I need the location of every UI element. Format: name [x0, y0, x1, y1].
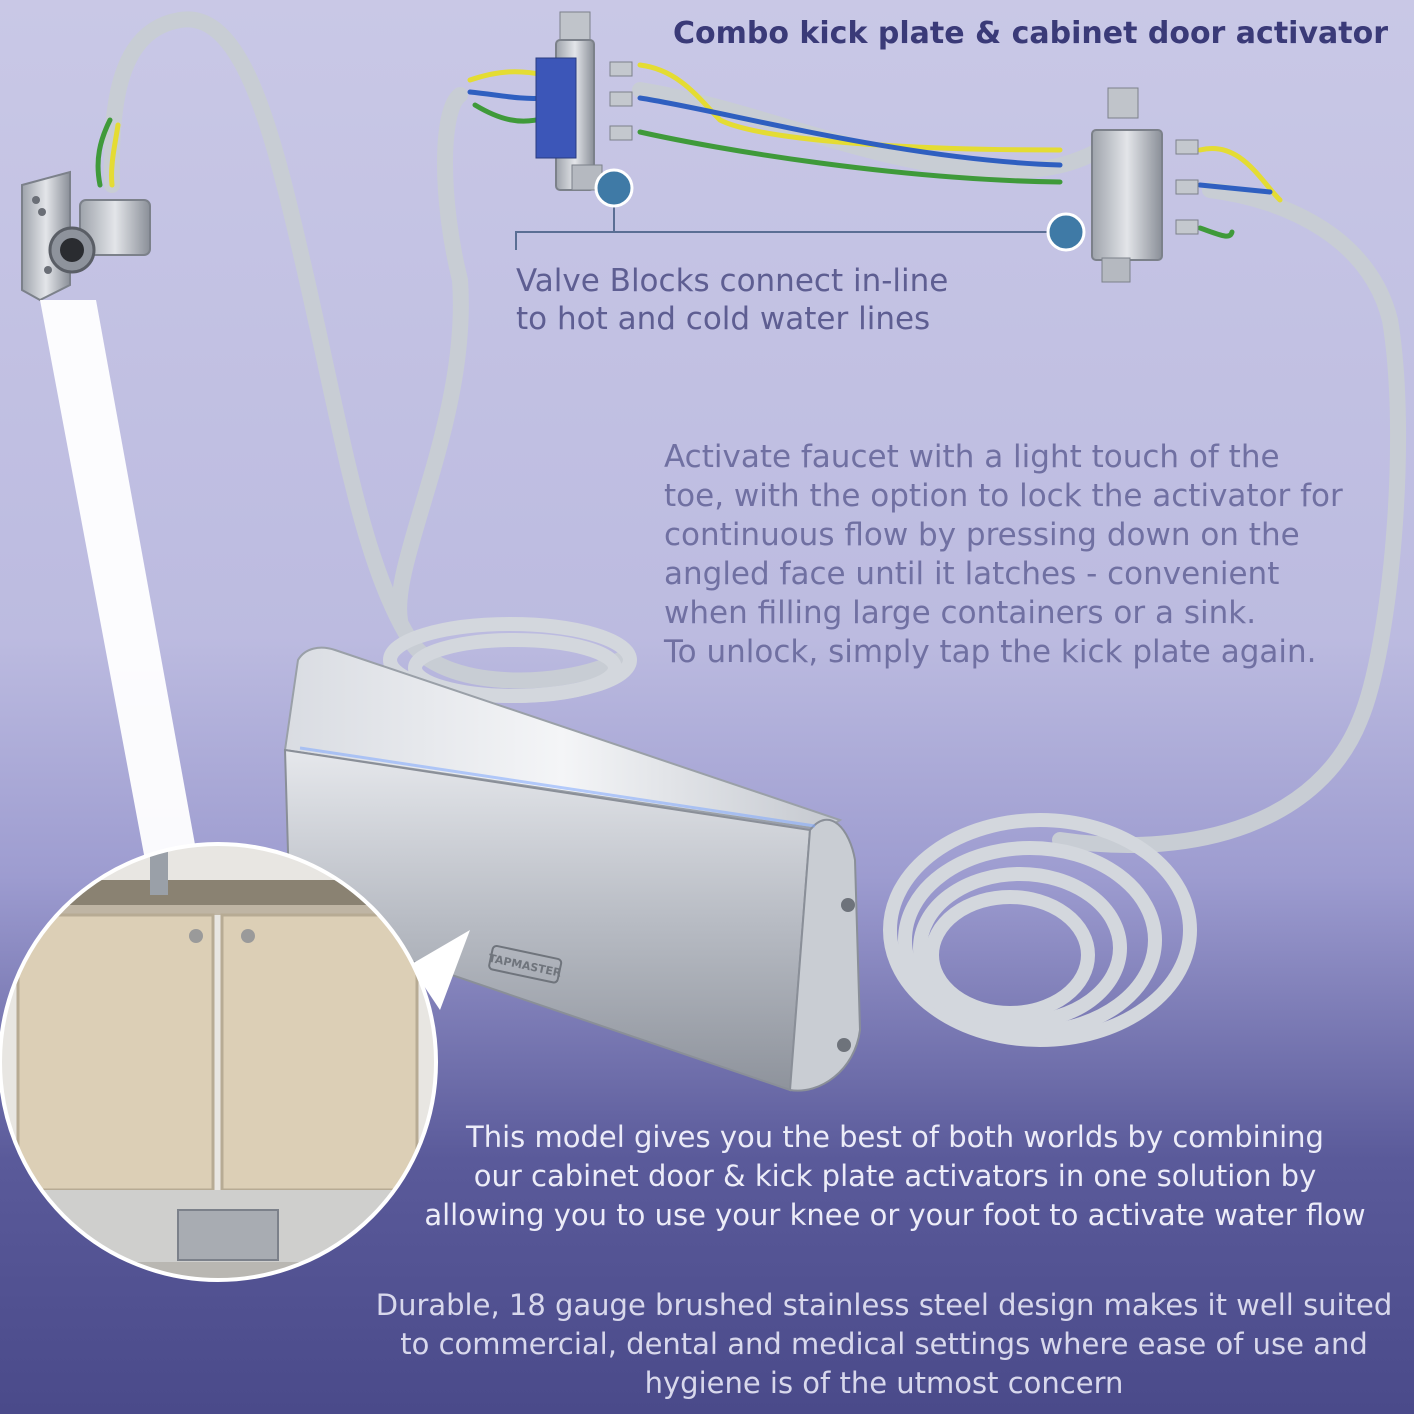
activation-caption-line: continuous flow by pressing down on the: [664, 517, 1300, 553]
model-caption: This model gives you the best of both wo…: [380, 1118, 1410, 1235]
valve-block-right: [1091, 87, 1199, 283]
activation-caption-line: angled face until it latches - convenien…: [664, 556, 1280, 592]
model-caption-line: allowing you to use your knee or your fo…: [424, 1198, 1366, 1232]
durability-caption: Durable, 18 gauge brushed stainless stee…: [356, 1286, 1412, 1403]
valve-blocks-caption: Valve Blocks connect in-line to hot and …: [516, 262, 1036, 338]
kick-plate-activator: TAPMASTER: [283, 646, 862, 1092]
hose-coils: [383, 617, 1197, 1047]
durability-caption-line: hygiene is of the utmost concern: [644, 1366, 1124, 1400]
page-title: Combo kick plate & cabinet door activato…: [673, 16, 1388, 51]
activation-caption: Activate faucet with a light touch of th…: [664, 438, 1384, 672]
knee-switch: [21, 170, 151, 302]
activation-caption-line: when filling large containers or a sink.: [664, 595, 1257, 631]
model-caption-line: our cabinet door & kick plate activators…: [473, 1159, 1317, 1193]
magnifier-beam-lower: [410, 930, 470, 1010]
valve-block-left: [535, 11, 633, 191]
model-caption-line: This model gives you the best of both wo…: [466, 1120, 1324, 1154]
magnifier-beam: [40, 300, 196, 860]
valve-callout: [515, 168, 1086, 252]
activation-caption-line: To unlock, simply tap the kick plate aga…: [664, 634, 1317, 670]
durability-caption-line: to commercial, dental and medical settin…: [400, 1327, 1368, 1361]
activation-caption-line: Activate faucet with a light touch of th…: [664, 439, 1280, 475]
valve-caption-line: to hot and cold water lines: [516, 301, 931, 337]
activation-caption-line: toe, with the option to lock the activat…: [664, 478, 1343, 514]
cabinet-inset-photo: [0, 842, 438, 1282]
hose-cables: [103, 11, 1407, 853]
valve-caption-line: Valve Blocks connect in-line: [516, 263, 949, 299]
durability-caption-line: Durable, 18 gauge brushed stainless stee…: [375, 1288, 1393, 1322]
